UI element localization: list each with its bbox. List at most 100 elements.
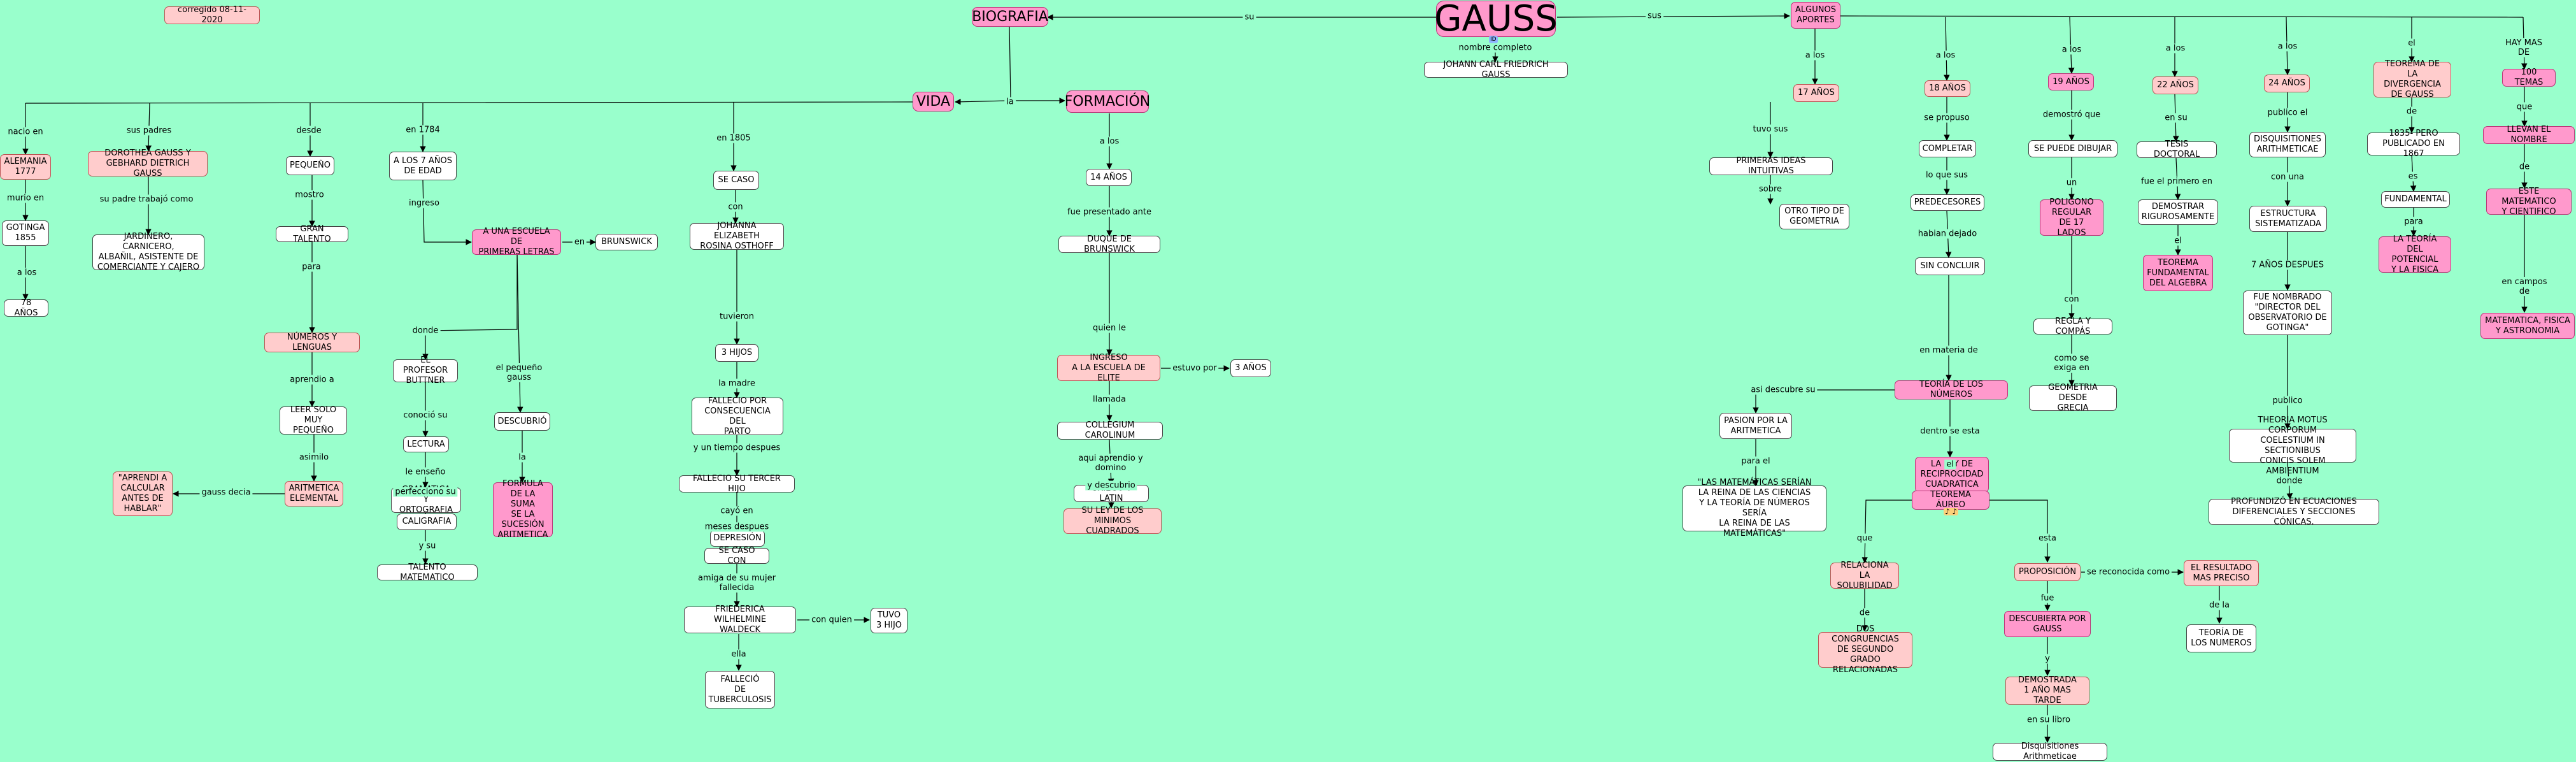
node-predecesores[interactable]: PREDECESORES xyxy=(1911,194,1984,211)
link-se-propuso: se propuso xyxy=(1922,113,1972,123)
node-talento-matematico[interactable]: TALENTO MATEMATICO xyxy=(377,563,478,582)
link-ella: ella xyxy=(729,649,748,659)
node-director[interactable]: FUE NOMBRADO "DIRECTOR DEL OBSERVATORIO … xyxy=(2243,291,2332,335)
link-en-1805: en 1805 xyxy=(715,133,753,143)
node-disquisitiones[interactable]: DISQUISITIONES ARITHMETICAE xyxy=(2249,132,2326,157)
link-la-madre: la madre xyxy=(716,378,757,389)
node-sin-concluir[interactable]: SIN CONCLUIR xyxy=(1915,257,1985,275)
link-presentado: fue presentado ante xyxy=(1065,207,1153,217)
node-ingreso-elite[interactable]: INGRESO A LA ESCUELA DE ELITE xyxy=(1057,353,1160,383)
node-14anos[interactable]: 14 AÑOS xyxy=(1086,169,1132,186)
node-demostrar[interactable]: DEMOSTRAR RIGUROSAMENTE xyxy=(2138,199,2218,225)
node-completar[interactable]: COMPLETAR xyxy=(1919,140,1976,157)
link-7-despues: 7 AÑOS DESPUES xyxy=(2249,260,2326,270)
node-7anos[interactable]: A LOS 7 AÑOS DE EDAD xyxy=(389,152,457,180)
node-ley-reciprocidad[interactable]: LA LEY DE RECIPROCIDAD CUADRATICA xyxy=(1915,457,1989,492)
node-biografia[interactable]: BIOGRAFIA xyxy=(972,7,1048,27)
node-teoria-numeros-2[interactable]: TEORÍA DE LOS NUMEROS xyxy=(2186,624,2256,652)
node-otro-tipo[interactable]: OTRO TIPO DE GEOMETRIA xyxy=(1779,204,1849,229)
link-fue-primero: fue el primero en xyxy=(2139,176,2214,187)
node-gauss[interactable]: GAUSS xyxy=(1434,0,1558,40)
node-resultado-preciso[interactable]: EL RESULTADO MAS PRECISO xyxy=(2184,560,2259,586)
node-friederica[interactable]: FRIEDERICA WILHELMINE WALDECK xyxy=(684,605,796,635)
node-teorema-algebra[interactable]: TEOREMA FUNDAMENTAL DEL ALGEBRA xyxy=(2143,255,2213,291)
node-17anos[interactable]: 17 AÑOS xyxy=(1793,84,1839,102)
node-secaso-con[interactable]: SE CASO CON xyxy=(704,546,769,566)
node-campos[interactable]: MATEMATICA, FISICA Y ASTRONOMIA xyxy=(2480,313,2575,339)
node-tuberculosis[interactable]: FALLECIÓ DE TUBERCULOSIS xyxy=(705,671,775,708)
node-pequeno[interactable]: PEQUEÑO xyxy=(286,156,334,175)
node-demostrada[interactable]: DEMOSTRADA 1 AÑO MAS TARDE xyxy=(2005,675,2089,705)
node-tesis[interactable]: TESIS DOCTORAL xyxy=(2137,140,2217,159)
node-18anos[interactable]: 18 AÑOS xyxy=(1925,80,1970,97)
node-fullname[interactable]: JOHANN CARL FRIEDRICH GAUSS xyxy=(1424,60,1568,80)
node-gotinga[interactable]: GOTINGA 1855 xyxy=(2,220,49,246)
node-publicado-1867[interactable]: 1835- PERO PUBLICADO EN 1867 xyxy=(2367,129,2460,159)
node-collegium[interactable]: COLLEGIUM CAROLINUM xyxy=(1057,421,1163,440)
node-fallecio-parto[interactable]: FALLECIO POR CONSECUENCIA DEL PARTO xyxy=(692,396,783,436)
node-78[interactable]: 78 AÑOS xyxy=(4,298,48,318)
edge-aureo-proposicion xyxy=(1988,500,2051,563)
node-johanna[interactable]: JOHANNA ELIZABETH ROSINA OSTHOFF xyxy=(690,221,784,251)
node-geometria-grecia[interactable]: GEOMETRIA DESDE GRECIA xyxy=(2029,383,2117,413)
node-numeros-lenguas[interactable]: NÚMEROS Y LENGUAS xyxy=(264,333,360,352)
node-secaso[interactable]: SE CASO xyxy=(713,171,759,190)
node-24anos[interactable]: 24 AÑOS xyxy=(2264,75,2310,92)
node-cita-reina[interactable]: "LAS MATEMÁTICAS SERÍAN LA REINA DE LAS … xyxy=(1683,478,1826,538)
link-habian-dejado: habian dejado xyxy=(1916,229,1979,239)
node-descubierta[interactable]: DESCUBIERTA POR GAUSS xyxy=(2004,611,2091,637)
node-leer-solo[interactable]: LEER SOLO MUY PEQUEÑO xyxy=(280,405,347,435)
node-teorema-aureo[interactable]: TEOREMA ÁUREO xyxy=(1912,490,1989,510)
link-dentro-se-esta: dentro se esta xyxy=(1918,426,1982,436)
link-donde-profundizo: donde xyxy=(2274,476,2305,486)
node-3anos[interactable]: 3 AÑOS xyxy=(1230,359,1271,377)
node-matematico-cientifico[interactable]: ESTE MATEMATICO Y CIENTIFICO xyxy=(2486,187,2572,217)
node-tuvo-3hijo[interactable]: TUVO 3 HIJO xyxy=(871,608,907,633)
node-teorema-divergencia[interactable]: TEOREMA DE LA DIVERGENCIA DE GAUSS xyxy=(2373,59,2451,99)
node-descubrio[interactable]: DESCUBRIÓ xyxy=(494,412,550,431)
node-disquisitiones-libro[interactable]: Disquisitiones Arithmeticae xyxy=(1993,742,2107,761)
node-buttner[interactable]: EL PROFESOR BUTTNER xyxy=(393,356,458,385)
node-oficios[interactable]: JARDINERO, CARNICERO, ALBAÑIL, ASISTENTE… xyxy=(92,232,204,272)
node-primeras-ideas[interactable]: PRIMERAS IDEAS INTUITIVAS xyxy=(1709,156,1833,176)
node-19anos[interactable]: 19 AÑOS xyxy=(2048,73,2094,90)
node-teoria-numeros[interactable]: TEORÍA DE LOS NÚMEROS xyxy=(1895,380,2008,399)
node-regla-compas[interactable]: REGLA Y COMPÁS xyxy=(2033,317,2112,336)
node-brunswick[interactable]: BRUNSWICK xyxy=(595,234,658,250)
node-proposicion[interactable]: PROPOSICIÓN xyxy=(2014,563,2081,581)
node-caligrafia[interactable]: CALIGRAFIA xyxy=(397,514,457,530)
node-ley-minimos[interactable]: SU LEY DE LOS MINIMOS CUADRADOS xyxy=(1064,506,1162,536)
link-nombre-completo: nombre completo xyxy=(1456,43,1534,53)
node-100-temas[interactable]: 100 TEMAS xyxy=(2502,68,2556,87)
node-congruencias[interactable]: DOS CONGRUENCIAS DE SEGUNDO GRADO RELACI… xyxy=(1818,624,1912,675)
node-puede-dibujar[interactable]: SE PUEDE DIBUJAR xyxy=(2028,140,2117,157)
link-a-los-78: a los xyxy=(15,268,39,278)
node-poligono[interactable]: POLIGONO REGULAR DE 17 LADOS xyxy=(2040,198,2103,238)
link-gauss-decia: gauss decia xyxy=(199,487,253,498)
node-aportes[interactable]: ALGUNOS APORTES xyxy=(1791,2,1840,29)
node-lectura[interactable]: LECTURA xyxy=(403,436,449,452)
node-pasion[interactable]: PASION POR LA ARITMETICA xyxy=(1719,413,1792,439)
node-fundamental[interactable]: FUNDAMENTAL xyxy=(2381,191,2450,208)
node-aprendi-calcular[interactable]: "APRENDI A CALCULAR ANTES DE HABLAR" xyxy=(113,471,173,516)
node-theoria-motus[interactable]: THEORIA MOTUS CORPORUM COELESTIUM IN SEC… xyxy=(2229,415,2356,476)
node-duque[interactable]: DUQUE DE BRUNSWICK xyxy=(1058,234,1160,254)
node-vida[interactable]: VIDA xyxy=(913,92,954,111)
node-aritmetica[interactable]: ARITMETICA ELEMENTAL xyxy=(285,481,343,507)
node-depresion[interactable]: DEPRESIÓN xyxy=(710,530,765,547)
node-estructura[interactable]: ESTRUCTURA SISTEMATIZADA xyxy=(2249,206,2327,232)
node-llevan-nombre[interactable]: LLEVAN EL NOMBRE xyxy=(2483,125,2575,145)
node-22anos[interactable]: 22 AÑOS xyxy=(2153,76,2198,94)
node-escuela-primeras[interactable]: A UNA ESCUELA DE PRIMERAS LETRAS xyxy=(472,227,561,257)
node-profundizo[interactable]: PROFUNDIZÓ EN ECUACIONES DIFERENCIALES Y… xyxy=(2209,497,2379,527)
node-gran-talento[interactable]: GRAN TALENTO xyxy=(276,224,348,244)
node-padres[interactable]: DOROTHEA GAUSS Y GEBHARD DIETRICH GAUSS xyxy=(88,148,208,178)
node-formula[interactable]: FORMULA DE LA SUMA SE LA SUCESIÓN ARITME… xyxy=(493,479,553,540)
node-relaciona[interactable]: RELACIONA LA SOLUBILIDAD xyxy=(1830,561,1899,591)
node-fallecio-tercer[interactable]: FALLECIO SU TERCER HIJO xyxy=(679,474,795,494)
edge-vida-trunk xyxy=(25,101,913,104)
node-teoria-potencial[interactable]: LA TEORÍA DEL POTENCIAL Y LA FISICA xyxy=(2379,234,2451,275)
node-3hijos[interactable]: 3 HIJOS xyxy=(715,344,758,362)
node-alemania[interactable]: ALEMANIA 1777 xyxy=(0,154,51,180)
node-formacion[interactable]: FORMACIÓN xyxy=(1065,90,1150,113)
